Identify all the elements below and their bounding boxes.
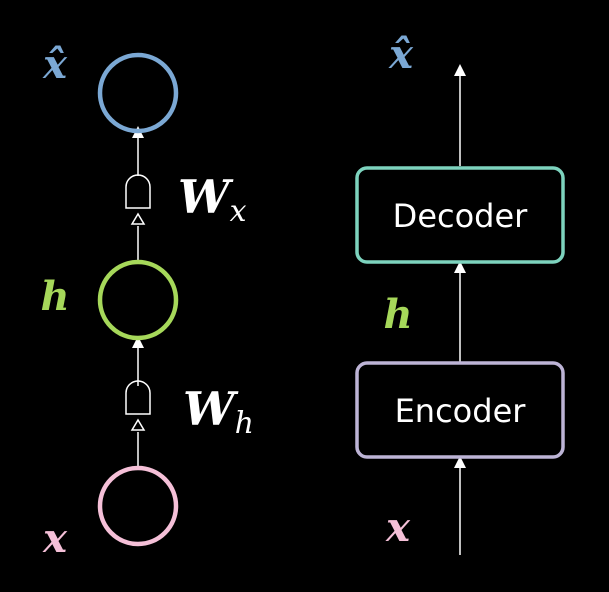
encoder-input-label: x — [385, 504, 411, 551]
output-node — [97, 52, 179, 134]
output-node-label: x̂ — [42, 41, 68, 88]
latent-label: h — [383, 291, 412, 338]
input-node-label: x — [42, 515, 68, 562]
decoder-label: Decoder — [393, 197, 529, 235]
network-view: x h x̂ Wh Wx — [40, 41, 254, 562]
encoder-label: Encoder — [395, 392, 527, 430]
encoder-box — [355, 361, 565, 459]
weight-gate-h — [125, 380, 151, 431]
hidden-node — [97, 259, 179, 341]
weight-gate-x — [125, 174, 151, 225]
decoder-box — [355, 166, 565, 264]
weight-label-h: Wh — [183, 382, 254, 441]
hidden-node-label: h — [40, 273, 69, 320]
input-node — [97, 465, 179, 547]
block-view: Encoder Decoder x h x̂ — [355, 31, 565, 555]
weight-label-x: Wx — [178, 170, 247, 229]
decoder-output-label: x̂ — [388, 31, 414, 78]
